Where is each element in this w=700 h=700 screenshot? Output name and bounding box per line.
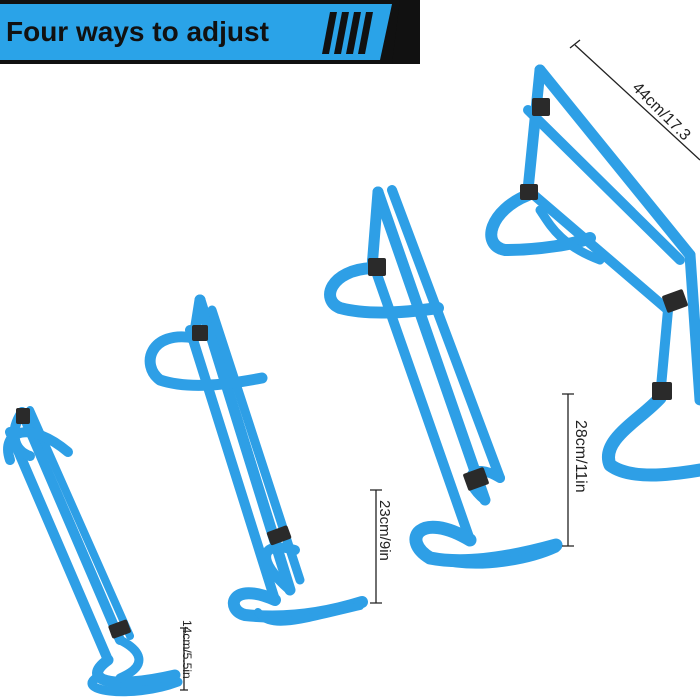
title-banner <box>0 0 420 64</box>
banner-stripes-icon <box>322 12 373 54</box>
hurdle-23cm <box>144 294 368 626</box>
dimension-label-28cm: 28cm/11in <box>572 420 589 493</box>
hurdle-44cm <box>485 64 700 482</box>
hurdle-14cm <box>3 406 183 697</box>
dimension-label-23cm: 23cm/9in <box>376 500 393 561</box>
banner: Four ways to adjust <box>0 0 420 64</box>
dimension-lines <box>180 39 700 691</box>
banner-title: Four ways to adjust <box>6 16 269 47</box>
hurdle-28cm <box>324 185 563 569</box>
height-clips <box>16 98 688 639</box>
dimension-label-14cm: 14cm/5.5in <box>180 620 194 679</box>
